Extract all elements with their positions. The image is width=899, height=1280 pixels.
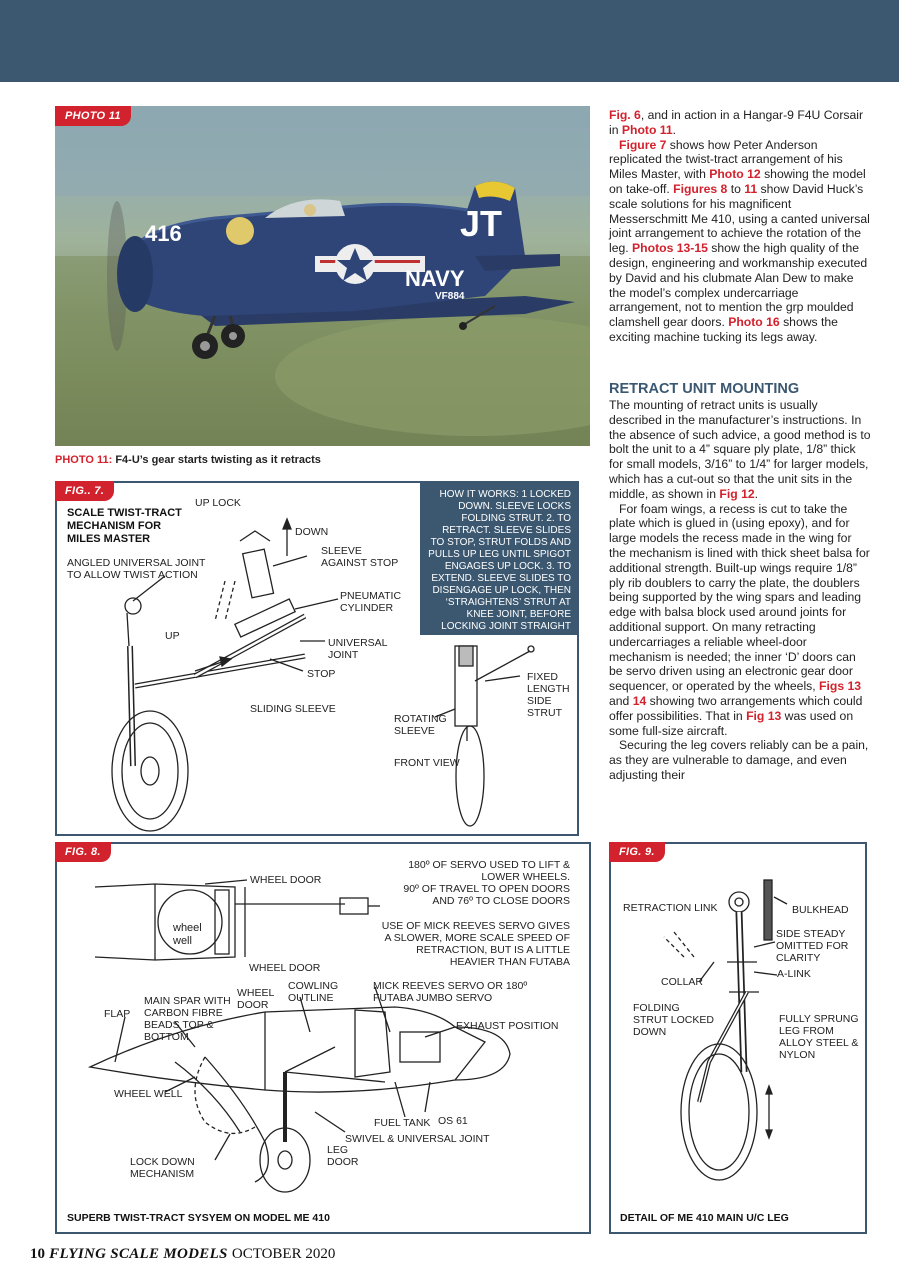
- ref-figures8: Figures 8: [673, 181, 728, 196]
- ref-photo16: Photo 16: [728, 315, 780, 330]
- article-paragraph-2: Figure 7 shows how Peter Anderson replic…: [609, 138, 871, 345]
- fig7-label-universal-joint: UNIVERSAL JOINT: [328, 637, 388, 662]
- text-span: shows the exciting machine tucking its l…: [609, 315, 838, 344]
- fig7-label-front-view: FRONT VIEW: [394, 757, 460, 769]
- fig9-label-collar: COLLAR: [661, 976, 704, 988]
- fig8-label-fuel-tank: FUEL TANK: [374, 1117, 431, 1129]
- fig7-label-pneumatic: PNEUMATIC CYLINDER: [340, 590, 402, 615]
- ref-fig12: Fig 12: [719, 486, 755, 501]
- article-paragraph-5: Securing the leg covers reliably can be …: [609, 738, 871, 782]
- fig8-label-wheel-well: WHEEL WELL: [114, 1088, 183, 1100]
- ref-figure7: Figure 7: [619, 137, 667, 152]
- corsair-photo: 416 JT NAVY VF884: [55, 106, 590, 446]
- fig8-label-mick-servo: MICK REEVES SERVO OR 180º FUTABA JUMBO S…: [373, 980, 528, 1005]
- text-span: showing two arrangements which could off…: [609, 693, 863, 723]
- fig8-box: [55, 842, 591, 1234]
- fig9-label-bulkhead: BULKHEAD: [792, 904, 849, 916]
- fig8-label-leg-door: LEG DOOR: [327, 1144, 359, 1169]
- serial-text: VF884: [435, 291, 465, 302]
- fig9-box: [609, 842, 867, 1234]
- text-span: showing the model on take-off.: [609, 167, 866, 196]
- page-footer: 10 FLYING SCALE MODELS OCTOBER 2020: [30, 1245, 335, 1263]
- fig7-label-down: DOWN: [295, 526, 329, 538]
- fig8-note-servo: 180º OF SERVO USED TO LIFT & LOWER WHEEL…: [403, 859, 570, 908]
- fig7-label-up-lock: UP LOCK: [195, 497, 241, 509]
- plane-number: 416: [145, 221, 182, 246]
- fig7-label-sliding-sleeve: SLIDING SLEEVE: [250, 703, 336, 715]
- tail-code: JT: [460, 203, 502, 244]
- fig7-label-stop: STOP: [307, 668, 336, 680]
- article-column-bottom: The mounting of retract units is usually…: [609, 398, 871, 783]
- ref-fig6: Fig. 6: [609, 108, 641, 122]
- fig7-label-sleeve-stop: SLEEVE AGAINST STOP: [321, 545, 399, 570]
- text-span: shows how Peter Anderson replicated the …: [609, 137, 843, 182]
- fig7-label-up: UP: [165, 630, 180, 642]
- fig9-label-retraction-link: RETRACTION LINK: [623, 902, 718, 914]
- text-span: to: [727, 181, 745, 196]
- text-span: was used on some full-size aircraft.: [609, 708, 854, 738]
- fig7-label-angled-joint: ANGLED UNIVERSAL JOINT TO ALLOW TWIST AC…: [67, 557, 206, 582]
- text-span: .: [754, 486, 759, 501]
- fig8-label-flap: FLAP: [104, 1008, 131, 1020]
- fig8-label-lock-down: LOCK DOWN MECHANISM: [130, 1156, 195, 1181]
- text-span: , and in action in a Hangar-9 F4U Corsai…: [609, 108, 864, 137]
- fig9-label-side-steady: SIDE STEADY OMITTED FOR CLARITY: [776, 928, 849, 965]
- text-span: show the high quality of the design, eng…: [609, 241, 868, 330]
- article-paragraph-4: For foam wings, a recess is cut to take …: [609, 502, 871, 739]
- fig8-tag: FIG. 8.: [55, 842, 111, 862]
- fig8-label-wheel-door-top: WHEEL DOOR: [250, 874, 322, 886]
- text-span: .: [672, 122, 677, 137]
- text-span: For foam wings, a recess is cut to take …: [609, 501, 870, 694]
- ref-14: 14: [632, 693, 647, 708]
- fig7-how-it-works: HOW IT WORKS: 1 LOCKED DOWN. SLEEVE LOCK…: [420, 483, 577, 635]
- fig8-label-wheel-door-mid: WHEEL DOOR: [249, 962, 321, 974]
- article-paragraph-3: The mounting of retract units is usually…: [609, 398, 871, 502]
- page-number: 10: [30, 1246, 45, 1262]
- article-column-top: Fig. 6, and in action in a Hangar-9 F4U …: [609, 108, 871, 345]
- article-paragraph-1: Fig. 6, and in action in a Hangar-9 F4U …: [609, 108, 871, 138]
- ref-11: 11: [744, 181, 758, 196]
- fig9-label-folding-strut: FOLDING STRUT LOCKED DOWN: [633, 1002, 714, 1039]
- fig9-tag: FIG. 9.: [609, 842, 665, 862]
- ref-fig13: Fig 13: [746, 708, 782, 723]
- ref-photo12: Photo 12: [709, 167, 761, 182]
- text-span: Securing the leg covers reliably can be …: [609, 738, 869, 782]
- fig8-note-mick: USE OF MICK REEVES SERVO GIVES A SLOWER,…: [381, 920, 570, 969]
- section-heading: RETRACT UNIT MOUNTING: [609, 381, 800, 397]
- ref-figs13: Figs 13: [819, 679, 862, 694]
- fig8-label-os61: OS 61: [438, 1115, 468, 1127]
- photo-caption-lead: PHOTO 11:: [55, 454, 113, 466]
- fig7-label-fixed-length: FIXED LENGTH SIDE STRUT: [527, 671, 570, 720]
- text-span: show David Huck’s scale solutions for hi…: [609, 181, 870, 256]
- text-span: and: [609, 693, 633, 708]
- fig8-label-main-spar: MAIN SPAR WITH CARBON FIBRE BEADS TOP & …: [144, 995, 231, 1044]
- fig8-label-wheel-door-small: WHEEL DOOR: [237, 987, 275, 1012]
- issue-date: OCTOBER 2020: [231, 1246, 336, 1262]
- fig9-caption: DETAIL OF ME 410 MAIN U/C LEG: [620, 1212, 789, 1224]
- fig7-label-rotating-sleeve: ROTATING SLEEVE: [394, 713, 447, 738]
- text-span: The mounting of retract units is usually…: [609, 398, 871, 501]
- fig8-label-swivel: SWIVEL & UNIVERSAL JOINT: [345, 1133, 490, 1145]
- header-banner: [0, 0, 899, 82]
- fig8-label-exhaust: EXHAUST POSITION: [456, 1020, 559, 1032]
- photo-caption: PHOTO 11: F4-U’s gear starts twisting as…: [55, 454, 321, 466]
- ref-photo11: Photo 11: [621, 122, 673, 137]
- navy-text: NAVY: [405, 266, 465, 291]
- fig8-label-wheel-well-inset: wheel well: [173, 922, 202, 947]
- fig8-label-cowling: COWLING OUTLINE: [288, 980, 339, 1005]
- fig7-drawing: [111, 517, 535, 832]
- photo-caption-text: F4-U’s gear starts twisting as it retrac…: [112, 454, 321, 466]
- fig7-title: SCALE TWIST-TRACT MECHANISM FOR MILES MA…: [67, 507, 182, 546]
- photo-tag: PHOTO 11: [55, 106, 131, 126]
- fig9-label-fully-sprung: FULLY SPRUNG LEG FROM ALLOY STEEL & NYLO…: [779, 1013, 859, 1062]
- magazine-name: FLYING SCALE MODELS: [49, 1246, 228, 1262]
- fig7-tag: FIG.. 7.: [55, 481, 115, 501]
- corsair-illustration: 416 JT NAVY VF884: [55, 106, 590, 446]
- fig9-drawing: [663, 879, 788, 1181]
- fig9-label-a-link: A-LINK: [777, 968, 811, 980]
- fig8-drawing: [87, 879, 511, 1193]
- ref-photos13-15: Photos 13-15: [632, 241, 708, 256]
- fig8-caption: SUPERB TWIST-TRACT SYSYEM ON MODEL ME 41…: [67, 1212, 330, 1224]
